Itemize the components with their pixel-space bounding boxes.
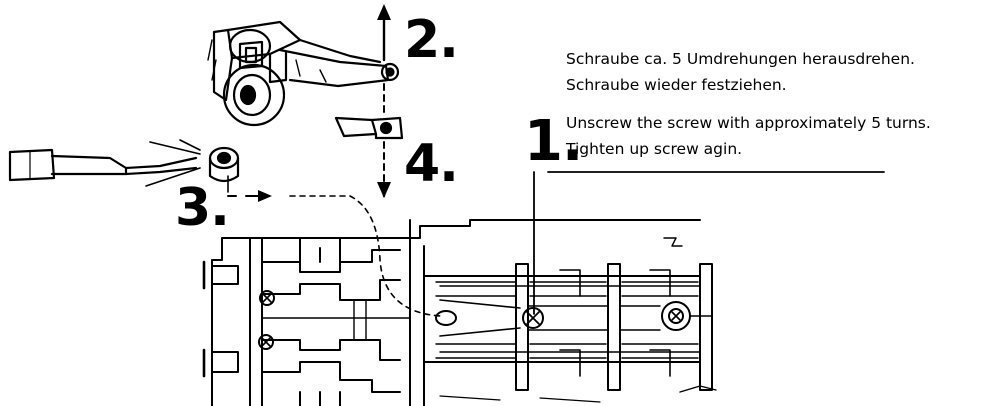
step-1-label: 1. <box>524 109 583 174</box>
chassis-illustration <box>202 219 717 406</box>
german-instruction-line-1: Schraube ca. 5 Umdrehungen herausdrehen. <box>566 50 915 68</box>
step-4-label: 4. <box>404 134 459 194</box>
bogie-assembly-illustration <box>207 20 404 140</box>
english-instruction-line-1: Unscrew the screw with approximately 5 t… <box>566 114 931 132</box>
german-instruction-line-2: Schraube wieder festziehen. <box>566 76 787 94</box>
step-2-label: 2. <box>404 10 459 70</box>
english-instruction-line-2: Tighten up screw agin. <box>566 140 743 158</box>
screwdriver-illustration <box>8 139 240 193</box>
step-3-label: 3. <box>175 178 230 238</box>
